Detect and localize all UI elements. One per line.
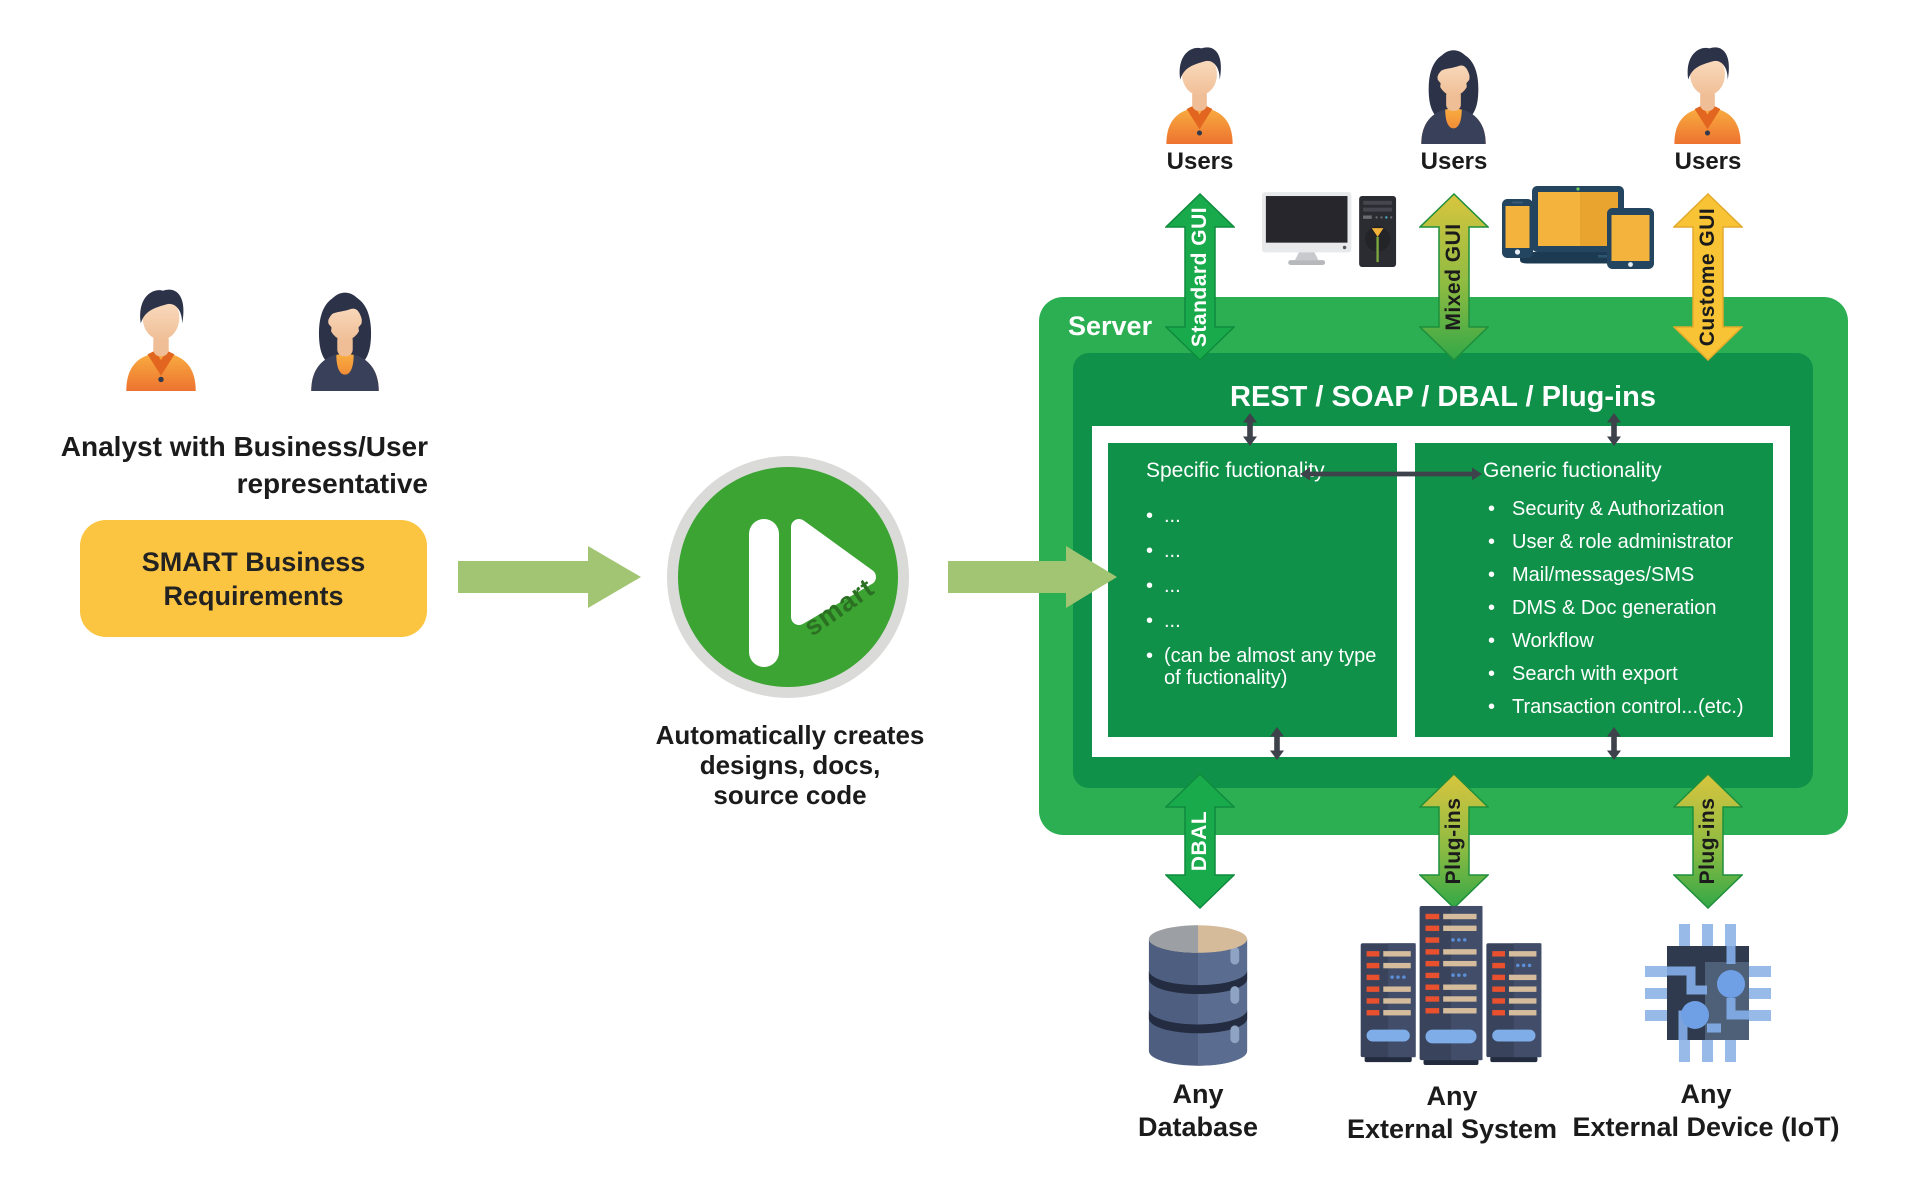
connector-arrow-icon bbox=[1243, 413, 1257, 446]
smart-logo: smart bbox=[667, 456, 909, 698]
server-title: Server bbox=[1068, 311, 1153, 341]
any-database-line1: Any bbox=[1172, 1079, 1224, 1109]
generic-functionality-panel: Generic fuctionality Security & Authoriz… bbox=[1415, 443, 1773, 737]
specific-functionality-title: Specific fuctionality bbox=[1146, 459, 1325, 482]
specific-generic-connector-arrow-icon bbox=[1300, 467, 1482, 481]
mobile-devices-icon bbox=[1502, 186, 1654, 269]
users-label: Users bbox=[1674, 148, 1742, 175]
users-label: Users bbox=[1420, 148, 1488, 175]
any-external-system-line1: Any bbox=[1426, 1081, 1478, 1111]
any-database-line2: Database bbox=[1137, 1112, 1259, 1142]
mixed-gui-arrow-icon bbox=[1419, 193, 1489, 361]
user-person-icon bbox=[1660, 41, 1755, 144]
connector-arrow-icon bbox=[1270, 727, 1284, 760]
any-external-device-line1: Any bbox=[1680, 1079, 1732, 1109]
any-external-system-label: Any External System bbox=[1312, 1080, 1592, 1146]
list-item: ... bbox=[1146, 505, 1379, 527]
user-person-icon bbox=[1406, 41, 1501, 144]
connector-arrow-icon bbox=[1607, 727, 1621, 760]
database-icon bbox=[1144, 921, 1252, 1069]
api-bar-label: REST / SOAP / DBAL / Plug-ins bbox=[1230, 381, 1656, 413]
smart-business-requirements-label: SMART Business Requirements bbox=[141, 546, 366, 611]
list-item: Search with export bbox=[1488, 663, 1765, 685]
any-external-device-label: Any External Device (IoT) bbox=[1521, 1078, 1891, 1144]
flow-arrow-right-icon bbox=[948, 546, 1117, 608]
list-item: (can be almost any type of fuctionality) bbox=[1146, 645, 1379, 689]
analyst-caption-line1: Analyst with Business/User bbox=[60, 431, 428, 462]
dbal-label: DBAL bbox=[1188, 810, 1211, 872]
process-caption-line1: Automatically creates bbox=[655, 720, 925, 750]
list-item: DMS & Doc generation bbox=[1488, 597, 1765, 619]
analyst-caption: Analyst with Business/User representativ… bbox=[60, 428, 428, 502]
process-caption-line2: designs, docs, bbox=[699, 750, 881, 780]
list-item: ... bbox=[1146, 575, 1379, 597]
analyst-caption-line2: representative bbox=[236, 468, 428, 499]
any-external-system-line2: External System bbox=[1346, 1114, 1558, 1144]
custom-gui-label: Custome GUI bbox=[1696, 207, 1719, 347]
any-database-label: Any Database bbox=[1098, 1078, 1298, 1144]
standard-gui-label: Standard GUI bbox=[1188, 206, 1211, 348]
connector-arrow-icon bbox=[1607, 413, 1621, 446]
business-representative-person-icon bbox=[295, 283, 395, 391]
list-item: Transaction control...(etc.) bbox=[1488, 696, 1765, 718]
dbal-arrow-icon bbox=[1165, 773, 1235, 909]
list-item: User & role administrator bbox=[1488, 531, 1765, 553]
process-caption: Automatically creates designs, docs, sou… bbox=[640, 720, 940, 810]
list-item: ... bbox=[1146, 540, 1379, 562]
list-item: Mail/messages/SMS bbox=[1488, 564, 1765, 586]
desktop-computer-icon bbox=[1262, 192, 1398, 270]
any-external-device-line2: External Device (IoT) bbox=[1572, 1112, 1840, 1142]
standard-gui-arrow-icon bbox=[1165, 193, 1235, 361]
plugins-arrow-icon bbox=[1673, 773, 1743, 909]
users-label: Users bbox=[1166, 148, 1234, 175]
generic-functionality-list: Security & Authorization User & role adm… bbox=[1488, 498, 1765, 729]
smart-business-requirements-box: SMART Business Requirements bbox=[80, 520, 427, 637]
process-caption-line3: source code bbox=[713, 780, 867, 810]
plugins-right-label: Plug-ins bbox=[1696, 797, 1719, 885]
user-person-icon bbox=[1152, 41, 1247, 144]
list-item: Workflow bbox=[1488, 630, 1765, 652]
custom-gui-arrow-icon bbox=[1673, 193, 1743, 361]
specific-functionality-list: ... ... ... ... (can be almost any type … bbox=[1146, 505, 1379, 702]
list-item: Security & Authorization bbox=[1488, 498, 1765, 520]
mixed-gui-label: Mixed GUI bbox=[1442, 223, 1465, 331]
flow-arrow-left-icon bbox=[458, 546, 641, 608]
list-item: ... bbox=[1146, 610, 1379, 632]
server-rack-icon bbox=[1357, 904, 1547, 1066]
specific-functionality-panel: Specific fuctionality ... ... ... ... (c… bbox=[1108, 443, 1397, 737]
analyst-person-icon bbox=[111, 283, 211, 391]
iot-chip-icon bbox=[1643, 918, 1773, 1068]
plugins-left-label: Plug-ins bbox=[1442, 797, 1465, 885]
generic-functionality-title: Generic fuctionality bbox=[1483, 459, 1662, 482]
